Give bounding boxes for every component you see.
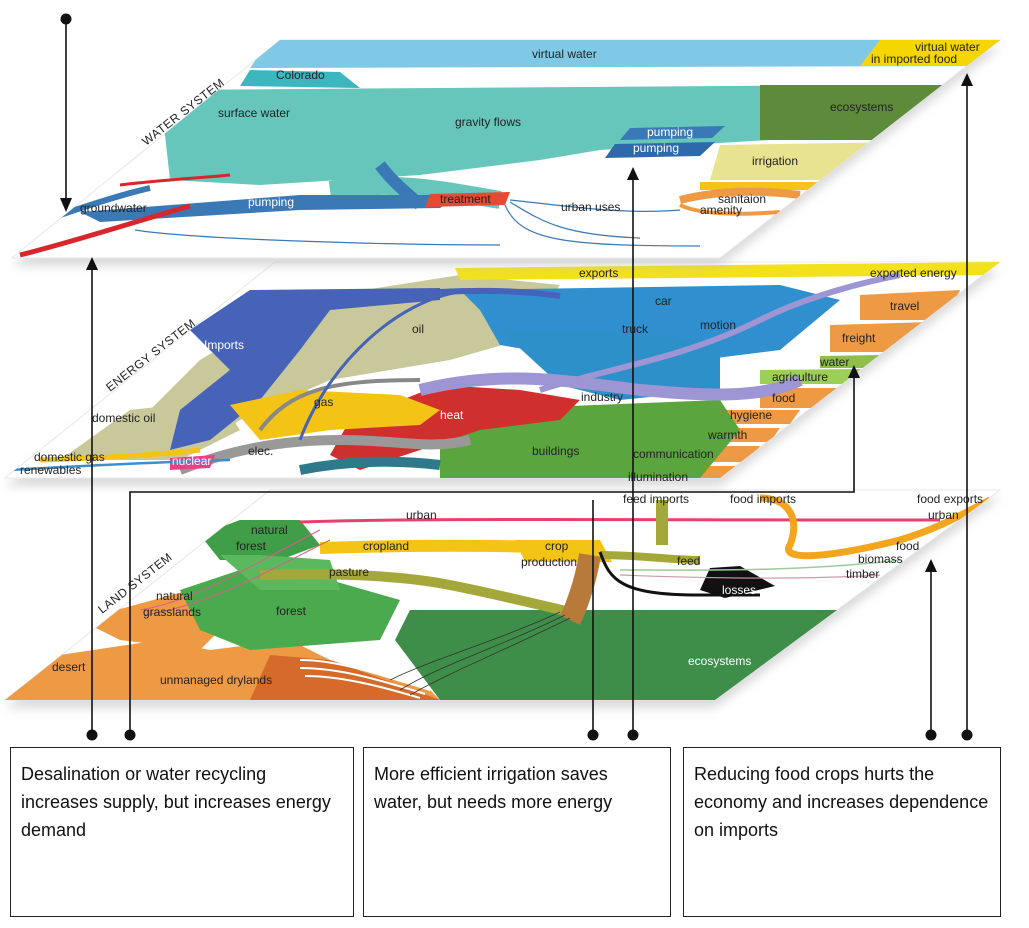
label-car: car [655,294,672,308]
label-amenity: amenity [700,203,742,217]
label-food-energy: food [772,391,795,405]
label-renewables: renewables [20,463,81,477]
label-natural-forest-2: forest [236,539,267,553]
label-warmth: warmth [707,428,747,442]
label-ecosystems-water: ecosystems [830,100,893,114]
label-food-exports: food exports [917,492,983,506]
label-hygiene: hygiene [730,408,772,422]
label-elec: elec. [248,444,273,458]
label-treatment: treatment [440,192,491,206]
label-travel: travel [890,299,919,313]
label-feed: feed [677,554,700,568]
label-urban: urban [406,508,437,522]
label-natural-forest-1: natural [251,523,288,537]
label-truck: truck [622,322,649,336]
label-urban-uses: urban uses [561,200,620,214]
label-exported-energy: exported energy [870,266,957,280]
label-exports: exports [579,266,618,280]
label-colorado: Colorado [276,68,325,82]
label-crop-production-2: production [521,555,577,569]
label-desert: desert [52,660,86,674]
label-illumination: illumination [628,470,688,484]
connector-lines [65,20,968,734]
label-food-imports: food imports [730,492,796,506]
label-imports: Imports [204,338,244,352]
label-water-energy: water [819,355,849,369]
label-motion: motion [700,318,736,332]
label-gravity-flows: gravity flows [455,115,521,129]
land-plane [3,489,1002,708]
label-urban-right: urban [928,508,959,522]
label-nuclear: nuclear [172,454,211,468]
label-agriculture: agriculture [772,370,828,384]
label-sanitaion: sanitaion [718,192,766,206]
water-plane [10,39,1002,266]
label-gas: gas [314,395,333,409]
label-crop-production-1: crop [545,539,569,553]
label-food-land: food [896,539,919,553]
label-communication: communication [633,447,714,461]
label-biomass: biomass [858,552,903,566]
label-virtual-water-imported-1: virtual water [915,40,980,54]
arrowheads [60,73,973,572]
label-irrigation: irrigation [752,154,798,168]
label-virtual-water: virtual water [532,47,597,61]
label-pumping-main: pumping [248,195,294,209]
connector-dots [60,13,973,741]
label-pumping-a: pumping [647,125,693,139]
label-industry: industry [581,390,623,404]
label-surface-water: surface water [218,106,290,120]
label-cropland: cropland [363,539,409,553]
note-desalination: Desalination or water recycling increase… [10,747,354,917]
label-pasture: pasture [329,565,369,579]
label-groundwater: groundwater [80,201,147,215]
label-natural-grasslands-1: natural [156,589,193,603]
label-ecosystems-land: ecosystems [688,654,751,668]
label-pumping-b: pumping [633,141,679,155]
label-feed-imports: feed imports [623,492,689,506]
label-heat: heat [440,408,464,422]
label-oil: oil [412,322,424,336]
label-forest: forest [276,604,307,618]
energy-plane [3,261,1002,486]
label-unmanaged-drylands: unmanaged drylands [160,673,272,687]
label-timber: timber [846,567,879,581]
label-domestic-oil: domestic oil [92,411,155,425]
label-natural-grasslands-2: grasslands [143,605,201,619]
note-food-crops: Reducing food crops hurts the economy an… [683,747,1001,917]
label-losses: losses [722,583,756,597]
label-domestic-gas: domestic gas [34,450,105,464]
label-virtual-water-imported-2: in imported food [871,52,957,66]
note-irrigation: More efficient irrigation saves water, b… [363,747,671,917]
label-freight: freight [842,331,876,345]
label-buildings: buildings [532,444,579,458]
